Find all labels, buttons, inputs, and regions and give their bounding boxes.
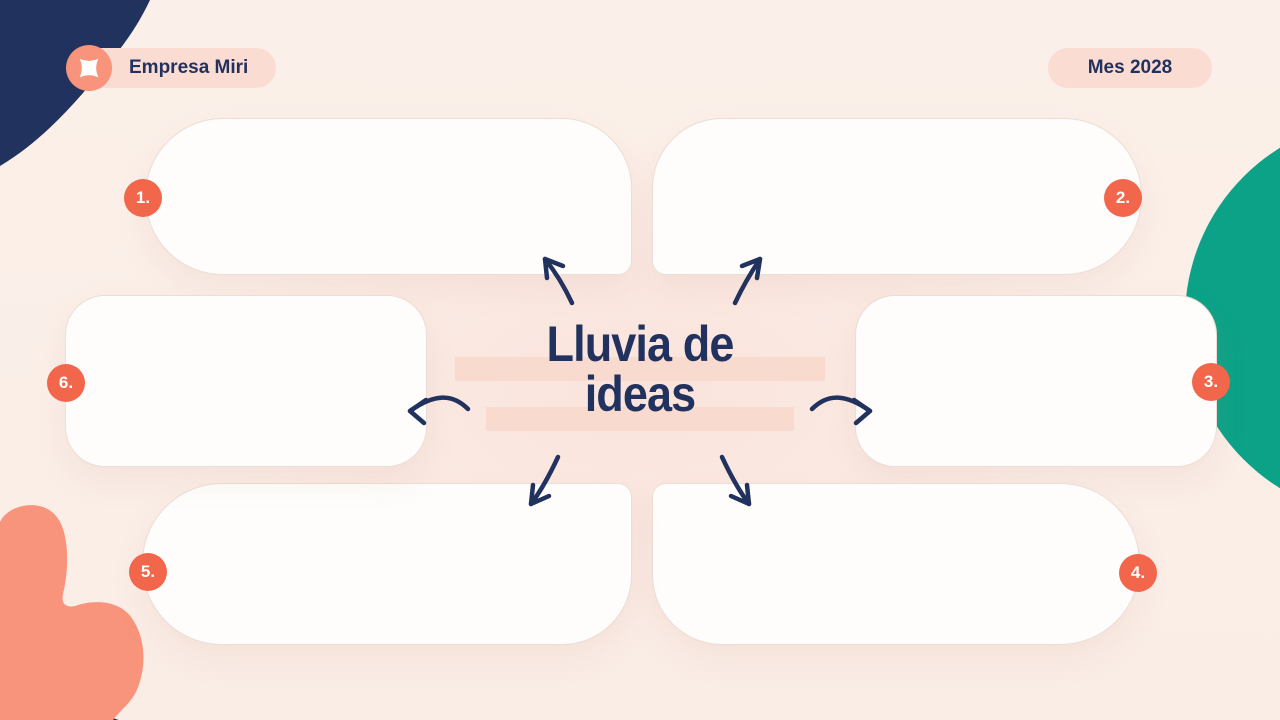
page-title: Lluvia de ideas xyxy=(460,319,820,419)
title-highlight-bar-2 xyxy=(486,407,794,431)
idea-box-4[interactable] xyxy=(652,483,1140,645)
idea-box-3[interactable] xyxy=(855,295,1217,467)
company-badge: Empresa Miri xyxy=(66,45,277,91)
idea-number-4: 4. xyxy=(1119,554,1157,592)
page-title-line2: ideas xyxy=(584,366,696,422)
idea-number-5: 5. xyxy=(129,553,167,591)
idea-box-1[interactable] xyxy=(145,118,632,275)
title-highlight-bar-1 xyxy=(455,357,825,381)
idea-number-1: 1. xyxy=(124,179,162,217)
idea-box-5[interactable] xyxy=(142,483,632,645)
page-title-line1: Lluvia de xyxy=(546,316,735,372)
idea-number-6: 6. xyxy=(47,364,85,402)
idea-box-2[interactable] xyxy=(652,118,1142,275)
idea-number-2: 2. xyxy=(1104,179,1142,217)
date-badge: Mes 2028 xyxy=(1048,48,1212,88)
four-point-star-icon xyxy=(66,45,112,91)
company-badge-label: Empresa Miri xyxy=(129,57,249,78)
idea-box-6[interactable] xyxy=(65,295,427,467)
date-badge-label: Mes 2028 xyxy=(1087,57,1173,78)
idea-number-3: 3. xyxy=(1192,363,1230,401)
